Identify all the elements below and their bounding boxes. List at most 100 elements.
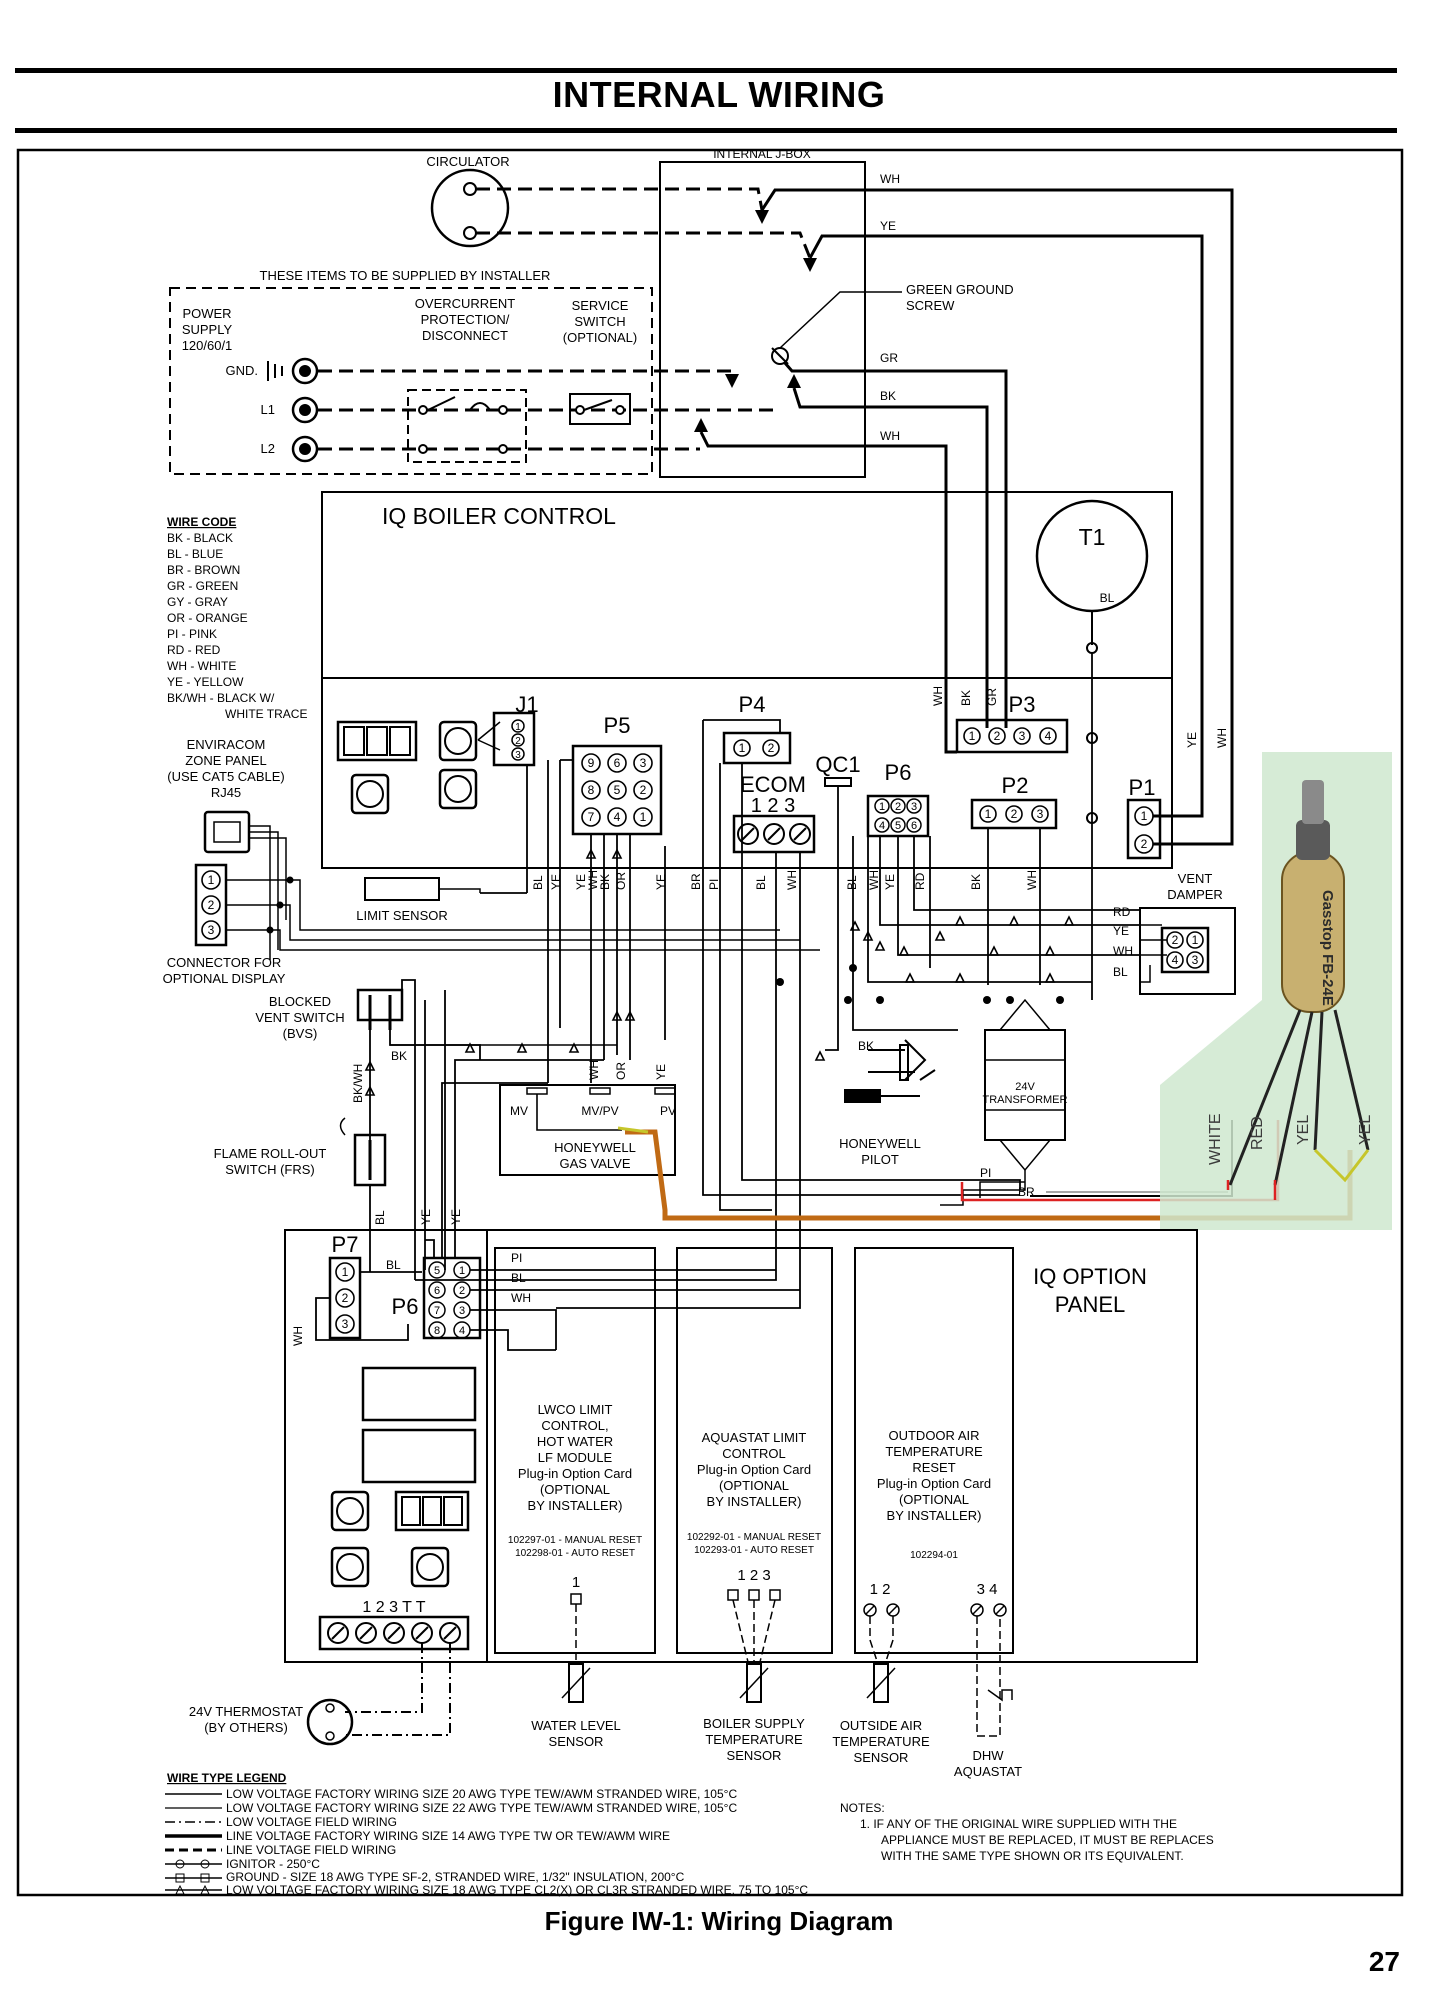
svg-text:FLAME ROLL-OUT: FLAME ROLL-OUT xyxy=(214,1146,327,1161)
svg-text:2: 2 xyxy=(459,1285,465,1297)
svg-text:ECOM: ECOM xyxy=(740,772,806,797)
svg-text:LIMIT SENSOR: LIMIT SENSOR xyxy=(356,908,448,923)
svg-text:YE: YE xyxy=(880,219,896,233)
svg-text:BL: BL xyxy=(845,875,859,890)
svg-text:OUTDOOR AIR: OUTDOOR AIR xyxy=(888,1428,979,1443)
svg-text:P6: P6 xyxy=(885,760,912,785)
svg-text:PANEL: PANEL xyxy=(1055,1292,1126,1317)
svg-text:BK: BK xyxy=(858,1039,874,1053)
svg-text:GND.: GND. xyxy=(226,363,259,378)
top-rule-1 xyxy=(15,68,1397,73)
svg-text:102298-01 - AUTO RESET: 102298-01 - AUTO RESET xyxy=(515,1548,635,1559)
svg-text:YE: YE xyxy=(419,1209,433,1225)
svg-text:4: 4 xyxy=(1172,953,1179,967)
svg-text:WH: WH xyxy=(785,870,799,890)
svg-text:GROUND - SIZE 18 AWG TYPE SF-2: GROUND - SIZE 18 AWG TYPE SF-2, STRANDED… xyxy=(226,1870,685,1884)
svg-text:BY INSTALLER): BY INSTALLER) xyxy=(707,1494,802,1509)
svg-text:BL: BL xyxy=(1100,591,1115,605)
svg-text:WH: WH xyxy=(1025,870,1039,890)
svg-text:1: 1 xyxy=(1192,933,1199,947)
svg-text:YE: YE xyxy=(574,874,588,890)
svg-text:120/60/1: 120/60/1 xyxy=(182,338,233,353)
circulator-symbol xyxy=(430,168,510,248)
circulator-label: CIRCULATOR xyxy=(426,154,509,169)
svg-text:BK: BK xyxy=(880,389,896,403)
svg-text:WH: WH xyxy=(1113,944,1133,958)
svg-text:Plug-in Option Card: Plug-in Option Card xyxy=(877,1476,991,1491)
svg-text:ENVIRACOM: ENVIRACOM xyxy=(187,737,266,752)
svg-text:WH: WH xyxy=(291,1326,305,1346)
svg-text:1: 1 xyxy=(969,729,976,743)
svg-text:(OPTIONAL: (OPTIONAL xyxy=(719,1478,789,1493)
rj45-jack xyxy=(203,810,251,854)
jbox-label: INTERNAL J-BOX xyxy=(713,147,811,161)
svg-text:SWITCH: SWITCH xyxy=(574,314,625,329)
svg-text:WATER LEVEL: WATER LEVEL xyxy=(531,1718,621,1733)
svg-text:102292-01 - MANUAL RESET: 102292-01 - MANUAL RESET xyxy=(687,1532,821,1543)
svg-text:VENT: VENT xyxy=(1178,871,1213,886)
svg-text:BK/WH - BLACK W/: BK/WH - BLACK W/ xyxy=(167,691,275,705)
jbox xyxy=(659,161,866,478)
svg-text:GR: GR xyxy=(985,688,999,706)
svg-text:(USE CAT5 CABLE): (USE CAT5 CABLE) xyxy=(167,769,285,784)
svg-text:2: 2 xyxy=(515,736,521,747)
svg-text:P6: P6 xyxy=(392,1294,419,1319)
svg-text:P5: P5 xyxy=(604,713,631,738)
svg-text:1 2 3: 1 2 3 xyxy=(751,795,795,817)
svg-text:BK/WH: BK/WH xyxy=(351,1064,365,1103)
svg-text:BL: BL xyxy=(1113,965,1128,979)
svg-text:WH: WH xyxy=(880,172,900,186)
page-title: INTERNAL WIRING xyxy=(552,74,886,115)
svg-text:P4: P4 xyxy=(739,692,766,717)
svg-text:BL: BL xyxy=(386,1258,401,1272)
svg-text:WH: WH xyxy=(586,870,600,890)
honeywell-pilot xyxy=(844,1039,936,1103)
svg-text:WITH THE SAME TYPE SHOWN OR IT: WITH THE SAME TYPE SHOWN OR ITS EQUIVALE… xyxy=(881,1849,1184,1863)
svg-text:WH: WH xyxy=(511,1291,531,1305)
svg-text:5: 5 xyxy=(614,783,621,797)
svg-text:1: 1 xyxy=(342,1265,349,1279)
diagram-border xyxy=(16,148,1404,1897)
svg-text:P3: P3 xyxy=(1009,692,1036,717)
svg-text:5: 5 xyxy=(895,820,901,832)
svg-text:YE: YE xyxy=(449,1209,463,1225)
gas-sensor-image: Gasstop FB-24E xyxy=(1281,780,1345,1013)
wire-code-heading: WIRE CODE xyxy=(167,515,236,529)
svg-text:YEL: YEL xyxy=(1295,1115,1312,1145)
top-rule-2 xyxy=(15,128,1397,133)
svg-text:DISCONNECT: DISCONNECT xyxy=(422,328,508,343)
svg-text:4: 4 xyxy=(879,820,885,832)
svg-text:(BY OTHERS): (BY OTHERS) xyxy=(204,1720,288,1735)
svg-text:SENSOR: SENSOR xyxy=(727,1748,782,1763)
svg-text:4: 4 xyxy=(1045,729,1052,743)
svg-text:PV: PV xyxy=(660,1104,676,1118)
svg-text:LINE VOLTAGE FIELD WIRING: LINE VOLTAGE FIELD WIRING xyxy=(226,1843,396,1857)
svg-text:LWCO LIMIT: LWCO LIMIT xyxy=(538,1402,613,1417)
svg-text:QC1: QC1 xyxy=(815,752,860,777)
svg-text:PI - PINK: PI - PINK xyxy=(167,627,217,641)
svg-text:WH: WH xyxy=(587,1060,601,1080)
svg-text:2: 2 xyxy=(342,1291,349,1305)
svg-text:SUPPLY: SUPPLY xyxy=(182,322,233,337)
svg-text:SWITCH (FRS): SWITCH (FRS) xyxy=(225,1162,315,1177)
svg-text:P2: P2 xyxy=(1002,773,1029,798)
limit-sensor xyxy=(364,877,440,901)
wire-code-list: BK - BLACK BL - BLUE BR - BROWN GR - GRE… xyxy=(167,531,307,721)
svg-text:RED: RED xyxy=(1249,1116,1266,1150)
svg-text:VENT SWITCH: VENT SWITCH xyxy=(255,1010,344,1025)
svg-text:THESE ITEMS TO BE SUPPLIED BY: THESE ITEMS TO BE SUPPLIED BY INSTALLER xyxy=(260,268,551,283)
svg-text:GR - GREEN: GR - GREEN xyxy=(167,579,238,593)
svg-text:3: 3 xyxy=(1019,729,1026,743)
bvs-switch xyxy=(356,988,404,1022)
svg-text:(BVS): (BVS) xyxy=(283,1026,318,1041)
control-vertical-wire-labels: BL YE YE WH BK OR YE BR PI BL WH BL WH Y… xyxy=(531,870,1039,890)
svg-text:2: 2 xyxy=(994,729,1001,743)
svg-text:AQUASTAT: AQUASTAT xyxy=(954,1764,1022,1779)
svg-text:102293-01 - AUTO RESET: 102293-01 - AUTO RESET xyxy=(694,1545,814,1556)
svg-text:BR: BR xyxy=(689,873,703,890)
svg-text:PILOT: PILOT xyxy=(861,1152,899,1167)
svg-text:MV/PV: MV/PV xyxy=(581,1104,618,1118)
svg-text:102297-01 - MANUAL RESET: 102297-01 - MANUAL RESET xyxy=(508,1535,642,1546)
svg-text:TRANSFORMER: TRANSFORMER xyxy=(983,1094,1068,1106)
svg-text:BY INSTALLER): BY INSTALLER) xyxy=(528,1498,623,1513)
